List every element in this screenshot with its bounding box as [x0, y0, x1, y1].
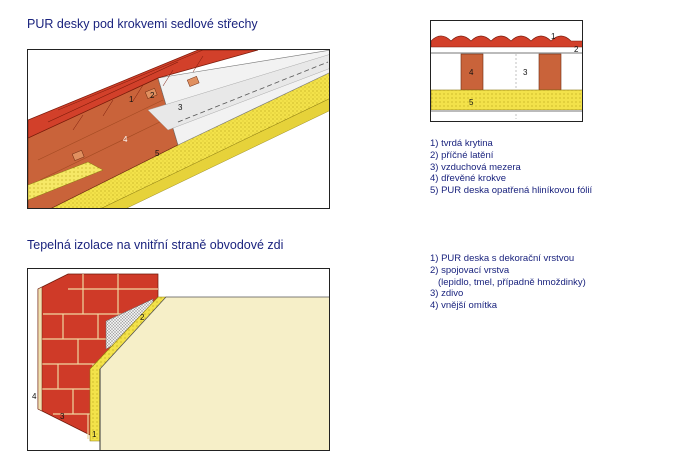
wall-legend-item-4: 4) vnější omítka — [430, 300, 498, 312]
wall-legend: 1) PUR deska s dekorační vrstvou 2) spoj… — [430, 253, 586, 312]
cross-rafter-right — [538, 53, 562, 91]
wall-legend-item-3: 3) zdivo — [430, 288, 464, 300]
cross-label-5: 5 — [469, 98, 474, 107]
roof-legend-item-2: 2) příčné latění — [430, 149, 494, 161]
wall-legend-item-2: 2) spojovací vrstva — [430, 264, 510, 276]
wall-label-4: 4 — [32, 392, 37, 401]
cross-label-4: 4 — [469, 68, 474, 77]
roof-legend-item-3: 3) vzduchová mezera — [430, 161, 521, 173]
roof-label-1: 1 — [129, 95, 134, 104]
roof-section-title: PUR desky pod krokvemi sedlové střechy — [27, 17, 258, 31]
wall-legend-item-1: 1) PUR deska s dekorační vrstvou — [430, 253, 575, 264]
cross-label-3: 3 — [523, 68, 528, 77]
roof-diagram-svg: 1 2 3 4 5 — [28, 50, 329, 208]
wall-diagram: 2 1 3 4 — [27, 268, 330, 451]
wall-label-1: 1 — [92, 430, 97, 439]
roof-label-5: 5 — [155, 149, 160, 158]
roof-diagram: 1 2 3 4 5 — [27, 49, 330, 209]
roof-label-3: 3 — [178, 103, 183, 112]
wall-label-2: 2 — [140, 313, 145, 322]
roof-cross-section-svg: 1 2 3 4 5 — [431, 32, 582, 119]
cross-label-2: 2 — [574, 45, 579, 54]
wall-diagram-svg: 2 1 3 4 — [32, 273, 329, 450]
roof-cross-section: 1 2 3 4 5 — [430, 20, 583, 122]
roof-label-2: 2 — [150, 91, 155, 100]
cross-label-1: 1 — [551, 32, 556, 41]
cross-tiles — [431, 35, 582, 48]
wall-legend-item-2-detail: (lepidlo, tmel, případně hmoždinky) — [438, 276, 586, 288]
roof-legend-item-5: 5) PUR deska opatřená hliníkovou fólií — [430, 185, 593, 197]
roof-legend-item-4: 4) dřevěné krokve — [430, 173, 507, 185]
roof-label-4: 4 — [123, 135, 128, 144]
wall-section-title: Tepelná izolace na vnitřní straně obvodo… — [27, 238, 284, 252]
roof-tiles — [28, 50, 259, 139]
roof-legend: 1) tvrdá krytina 2) příčné latění 3) vzd… — [430, 138, 592, 197]
wall-label-3: 3 — [60, 412, 65, 421]
cross-pur-board — [431, 89, 582, 111]
roof-legend-item-1: 1) tvrdá krytina — [430, 138, 493, 149]
